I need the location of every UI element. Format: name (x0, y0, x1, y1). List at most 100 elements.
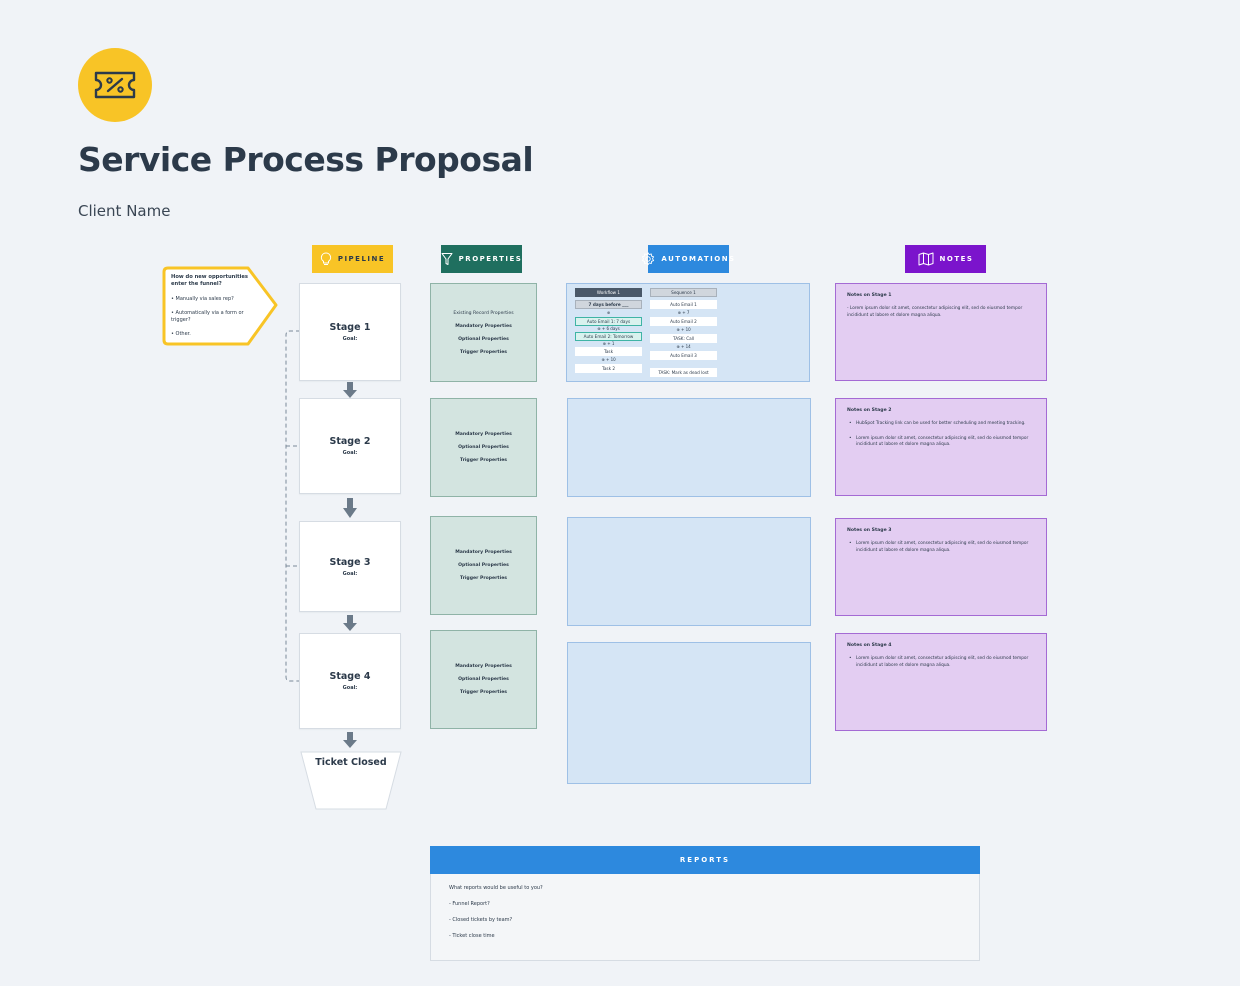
note-item: Lorem ipsum dolor sit amet, consectetur … (847, 436, 1035, 449)
page-subtitle: Client Name (78, 202, 171, 220)
automations-stage-3[interactable] (567, 517, 811, 626)
property-line: Mandatory Properties (455, 664, 512, 669)
workflow-trigger: 7 days before ___ (575, 300, 642, 309)
workflow-wait: ⊕ + 1 (602, 341, 615, 346)
automations-header: Automations (642, 245, 734, 273)
report-item: - Ticket close time (449, 933, 495, 939)
workflow-header: Workflow 1 (575, 288, 642, 297)
lightbulb-icon (320, 252, 331, 265)
property-line: Optional Properties (458, 563, 509, 568)
stage-title: Stage 4 (329, 671, 371, 682)
workflow-step: Task 2 (575, 364, 642, 373)
map-icon (918, 252, 934, 266)
reports-body[interactable]: What reports would be useful to you? - F… (430, 874, 980, 961)
logo-badge (78, 48, 152, 122)
note-title: Notes on Stage 2 (847, 408, 892, 413)
ticket-closed-funnel[interactable] (300, 751, 402, 811)
sequence-wait: ⊕ + 7 (677, 310, 690, 315)
note-item: Lorem ipsum dolor sit amet, consectetur … (847, 541, 1035, 554)
note-title: Notes on Stage 4 (847, 643, 892, 648)
sequence-header: Sequence 1 (650, 288, 717, 297)
notes-stage-4[interactable]: Notes on Stage 4 Lorem ipsum dolor sit a… (835, 633, 1047, 731)
sequence-step: Auto Email 2 (650, 317, 717, 326)
sequence-wait: ⊕ + 10 (676, 327, 691, 332)
notes-header-label: Notes (939, 255, 974, 263)
properties-stage-2[interactable]: Mandatory Properties Optional Properties… (430, 398, 537, 497)
reports-header: Reports (430, 846, 980, 874)
note-item: Lorem ipsum dolor sit amet, consectetur … (847, 656, 1035, 669)
note-item: - Lorem ipsum dolor sit amet, consectetu… (847, 306, 1023, 318)
property-line: Existing Record Properties (453, 310, 514, 316)
properties-stage-4[interactable]: Mandatory Properties Optional Properties… (430, 630, 537, 729)
page-title: Service Process Proposal (78, 140, 534, 179)
entry-callout: How do new opportunities enter the funne… (171, 274, 249, 345)
gear-icon (642, 252, 655, 266)
report-item: - Closed tickets by team? (449, 917, 513, 923)
properties-header: Properties (441, 245, 522, 273)
sequence-wait: ⊕ + 14 (676, 344, 691, 349)
arrow-down-icon (343, 615, 357, 631)
ticket-closed-label: Ticket Closed (315, 757, 387, 768)
note-item: HubSpot Tracking link can be used for be… (847, 421, 1035, 428)
workflow-step: Task (575, 347, 642, 356)
notes-stage-3[interactable]: Notes on Stage 3 Lorem ipsum dolor sit a… (835, 518, 1047, 616)
workflow-1: Workflow 1 7 days before ___ ⊕ Auto Emai… (575, 288, 642, 373)
sequence-step: TASK: Mark as dead lost (650, 368, 717, 377)
sequence-1: Sequence 1 Auto Email 1 ⊕ + 7 Auto Email… (650, 288, 717, 377)
callout-question: How do new opportunities enter the funne… (171, 274, 249, 288)
property-line: Optional Properties (458, 677, 509, 682)
property-line: Optional Properties (458, 336, 509, 342)
notes-stage-1[interactable]: Notes on Stage 1 - Lorem ipsum dolor sit… (835, 283, 1047, 381)
note-title: Notes on Stage 1 (847, 293, 892, 298)
property-line: Trigger Properties (459, 458, 508, 463)
sequence-step: Auto Email 1 (650, 300, 717, 309)
arrow-down-icon (343, 732, 357, 748)
workflow-wait: ⊕ + 10 (601, 357, 616, 362)
sequence-step: Auto Email 3 (650, 351, 717, 360)
arrow-down-icon (343, 382, 357, 398)
reports-question: What reports would be useful to you? (449, 885, 543, 891)
property-line: Trigger Properties (459, 349, 508, 355)
properties-stage-1[interactable]: Existing Record Properties Mandatory Pro… (430, 283, 537, 382)
stage-title: Stage 3 (329, 556, 371, 568)
sequence-step: TASK: Call (650, 334, 717, 343)
stage-goal: Goal: (342, 450, 358, 456)
automations-stage-2[interactable] (567, 398, 811, 497)
callout-option: • Other. (171, 330, 191, 337)
workflow-step: Auto Email 2: Tomorrow (575, 332, 642, 341)
properties-stage-3[interactable]: Mandatory Properties Optional Properties… (430, 516, 537, 615)
stage-2-box[interactable]: Stage 2 Goal: (299, 398, 401, 494)
workflow-wait: ⊕ + 6 days (597, 326, 620, 331)
stage-1-box[interactable]: Stage 1 Goal: (299, 283, 401, 381)
property-line: Optional Properties (458, 445, 509, 450)
automations-header-label: Automations (661, 255, 736, 263)
stage-goal: Goal: (342, 336, 358, 342)
filter-icon (441, 253, 453, 265)
property-line: Mandatory Properties (455, 432, 512, 437)
pipeline-header: Pipeline (312, 245, 393, 273)
entry-connector (285, 330, 300, 682)
property-line: Trigger Properties (459, 690, 508, 695)
ticket-percent-icon (94, 71, 136, 99)
property-line: Trigger Properties (459, 576, 508, 581)
report-item: - Funnel Report? (449, 901, 490, 907)
property-line: Mandatory Properties (455, 323, 512, 329)
automations-stage-4[interactable] (567, 642, 811, 784)
stage-3-box[interactable]: Stage 3 Goal: (299, 521, 401, 612)
workflow-wait: ⊕ (606, 310, 611, 315)
pipeline-header-label: Pipeline (337, 255, 386, 263)
stage-4-box[interactable]: Stage 4 Goal: (299, 633, 401, 729)
stage-goal: Goal: (342, 570, 358, 577)
stage-title: Stage 1 (329, 322, 371, 333)
stage-goal: Goal: (342, 685, 358, 691)
callout-option: • Manually via sales rep? (171, 295, 234, 302)
notes-stage-2[interactable]: Notes on Stage 2 HubSpot Tracking link c… (835, 398, 1047, 496)
note-title: Notes on Stage 3 (847, 528, 892, 533)
property-line: Mandatory Properties (455, 550, 512, 555)
notes-header: Notes (905, 245, 986, 273)
callout-option: • Automatically via a form or trigger? (171, 309, 244, 323)
arrow-down-icon (343, 498, 357, 518)
properties-header-label: Properties (458, 255, 523, 263)
stage-title: Stage 2 (329, 436, 371, 447)
entry-callout-shape (162, 266, 278, 346)
